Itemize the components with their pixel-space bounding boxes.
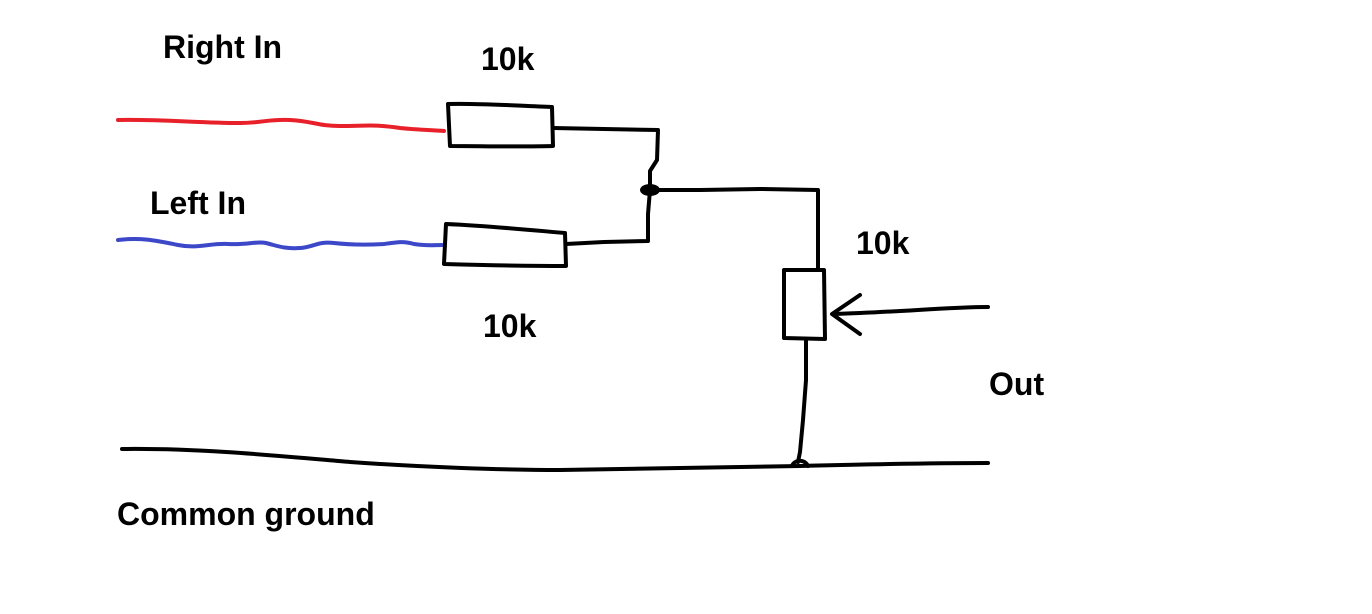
common-ground-label: Common ground: [117, 496, 375, 532]
left-input-wire: [116, 236, 444, 251]
potentiometer: [782, 268, 827, 341]
ground-junction: [790, 458, 810, 468]
wire-r2-to-junction: [564, 188, 652, 246]
output-wire: [833, 305, 990, 316]
pot-value-label: 10k: [856, 225, 910, 261]
left-in-label: Left In: [150, 185, 246, 221]
out-label: Out: [989, 366, 1044, 402]
resistor-r1: [446, 101, 555, 149]
junction-dot-icon: [640, 184, 660, 196]
right-input-wire: [116, 117, 446, 133]
r1-value-label: 10k: [481, 41, 535, 77]
resistor-r2: [442, 222, 568, 268]
arrow-left-icon: [830, 293, 862, 336]
right-in-label: Right In: [163, 29, 282, 65]
wire-r1-to-junction: [551, 126, 660, 192]
r2-value-label: 10k: [483, 308, 537, 344]
ground-wire: [120, 446, 990, 472]
wire-junction-to-pot: [648, 187, 820, 272]
wire-pot-to-ground: [796, 337, 808, 464]
